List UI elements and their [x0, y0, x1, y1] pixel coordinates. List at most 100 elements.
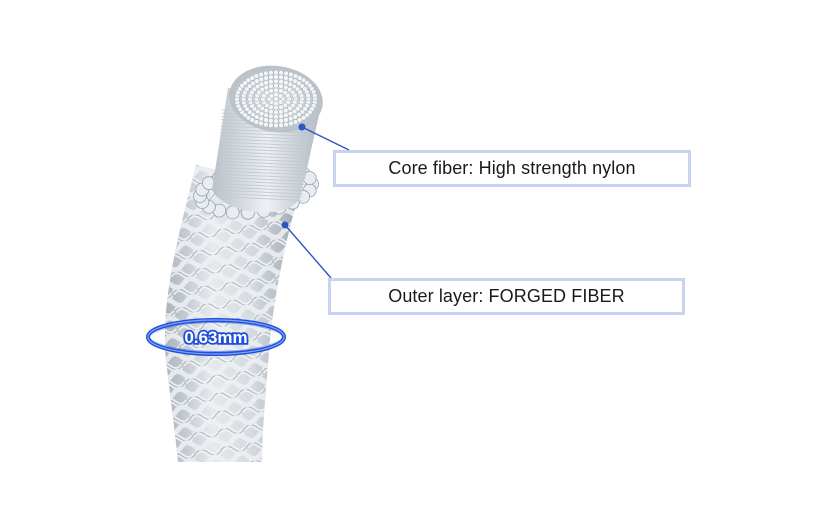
core-filament-line: [218, 157, 310, 163]
core-filament-end: [263, 117, 269, 123]
core-filament-end: [273, 109, 279, 115]
core-filament-end: [278, 74, 284, 80]
core-filament-line: [219, 144, 312, 150]
core-filament-end: [273, 91, 279, 98]
core-leader-dot: [298, 123, 306, 131]
diameter-indicator: 0.63mm: [138, 311, 294, 363]
core-filament-end: [278, 104, 284, 110]
core-filament-end: [253, 119, 260, 125]
core-filament-end: [258, 120, 264, 127]
core-filament-end: [288, 120, 294, 127]
core-filament-end: [258, 76, 264, 82]
outer-leader: [281, 221, 332, 279]
core-filament-end: [298, 92, 305, 99]
core-filament-end: [283, 121, 289, 128]
core-filament-line: [218, 151, 311, 157]
core-filament-end: [283, 80, 289, 86]
core-filament-end: [312, 92, 318, 99]
core-filament-end: [263, 112, 269, 118]
core-filament-end: [273, 122, 279, 129]
core-filament-end: [258, 71, 264, 78]
core-filament-end: [250, 80, 256, 87]
core-filament-line: [218, 154, 310, 160]
core-filament-end: [278, 118, 284, 124]
core-filament-end: [263, 75, 269, 81]
core-filament-end: [273, 114, 279, 120]
core-filament-end: [292, 92, 298, 99]
core-filament-line: [218, 147, 311, 153]
core-filament-end: [273, 78, 279, 84]
core-filament-end: [292, 119, 299, 125]
core-filament-end: [283, 70, 289, 77]
core-filament-end: [268, 122, 274, 128]
core-filament-end: [258, 81, 265, 87]
core-filament-line: [217, 163, 308, 169]
core-filament-line: [215, 192, 303, 198]
core-filament-end: [292, 73, 299, 79]
core-filament-end: [268, 74, 274, 80]
core-filament-end: [268, 113, 274, 119]
core-filament-end: [291, 108, 298, 115]
core-filament-end: [283, 112, 289, 118]
core-filament-end: [254, 114, 260, 120]
core-filament-end: [278, 122, 284, 128]
core-filament-end: [268, 70, 274, 76]
core-filament-end: [273, 87, 279, 93]
outer-callout-label: Outer layer: FORGED FIBER: [388, 286, 625, 306]
core-filament-line: [216, 176, 306, 182]
core-filament-end: [263, 121, 269, 128]
core-filament-end: [273, 118, 279, 124]
core-filament-line: [216, 173, 307, 179]
core-filament-end: [297, 117, 303, 123]
core-filament-end: [253, 73, 260, 79]
core-fiber: [212, 65, 323, 213]
core-filament-end: [245, 77, 252, 83]
core-filament-end: [273, 105, 279, 111]
core-filament-end: [278, 83, 284, 89]
core-filament-end: [254, 83, 261, 90]
core-filament-end: [278, 109, 284, 115]
core-filament-end: [273, 100, 279, 107]
core-filament-line: [217, 167, 308, 173]
core-filament-line: [216, 179, 305, 185]
core-filament-end: [268, 83, 274, 89]
core-filament-end: [300, 115, 307, 121]
core-filament-end: [283, 75, 289, 81]
core-filament-end: [263, 84, 269, 91]
core-filament-end: [273, 69, 279, 76]
core-filament-end: [259, 86, 265, 93]
core-filament-end: [268, 88, 274, 94]
core-filament-end: [288, 71, 294, 78]
core-filament-line: [217, 170, 307, 176]
core-filament-end: [297, 75, 303, 81]
core-filament-end: [283, 107, 289, 114]
core-filament-end: [249, 75, 255, 81]
core-filament-end: [285, 92, 291, 99]
core-callout-box: Core fiber: High strength nylon: [333, 150, 691, 187]
core-filament-end: [277, 99, 284, 105]
core-filament-end: [268, 93, 275, 99]
core-filament-end: [277, 93, 284, 99]
core-filament-end: [268, 79, 274, 85]
diameter-label: 0.63mm: [184, 328, 247, 347]
core-filament-line: [219, 141, 313, 147]
core-filament-end: [273, 74, 279, 80]
core-filament-end: [278, 79, 284, 85]
core-filament-end: [263, 80, 269, 86]
core-filament-end: [249, 117, 255, 123]
outer-leader-dot: [281, 221, 289, 229]
core-filament-end: [278, 113, 284, 119]
core-filament-end: [287, 111, 294, 117]
outer-callout-box: Outer layer: FORGED FIBER: [328, 278, 685, 315]
core-filament-end: [296, 111, 302, 118]
core-filament-end: [278, 70, 284, 76]
core-filament-end: [283, 117, 289, 123]
core-filament-line: [216, 183, 305, 189]
core-filament-line: [215, 189, 304, 195]
core-callout-label: Core fiber: High strength nylon: [388, 158, 636, 178]
core-filament-line: [215, 186, 304, 192]
core-filament-line: [219, 138, 313, 144]
core-filament-end: [273, 96, 279, 102]
core-filament-line: [215, 195, 302, 201]
